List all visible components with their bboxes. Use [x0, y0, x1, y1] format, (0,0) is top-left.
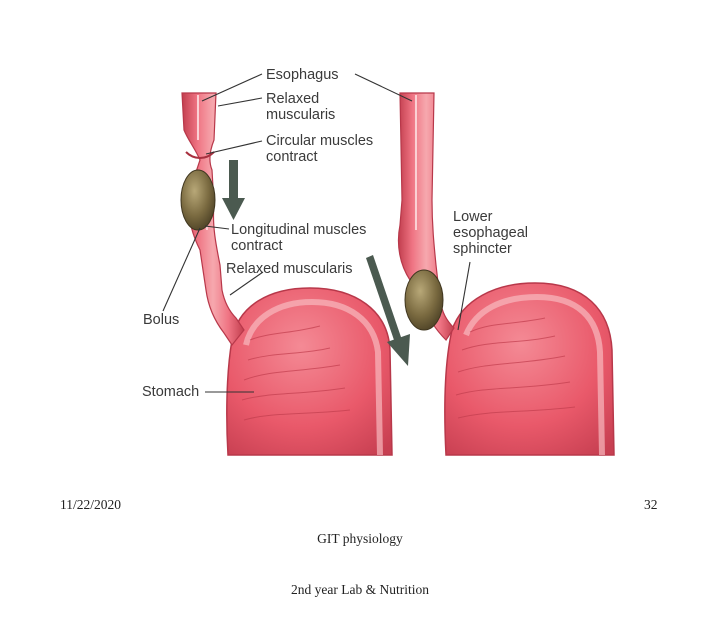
down-arrow-left: [222, 160, 245, 220]
peristalsis-diagram: [162, 73, 615, 456]
label-esophagus: Esophagus: [266, 67, 339, 83]
bolus-right: [404, 269, 444, 331]
down-arrow-right: [366, 255, 410, 366]
footer-title-line1: GIT physiology: [317, 531, 403, 546]
footer-page-number: 32: [644, 497, 658, 512]
label-relaxed-muscularis-mid: Relaxed muscularis: [226, 261, 353, 277]
label-longitudinal-muscles: Longitudinal muscles contract: [231, 222, 367, 254]
footer-title: GIT physiology 2nd year Lab & Nutrition: [260, 496, 460, 632]
label-circular-muscles: Circular muscles contract: [266, 133, 374, 165]
footer-date: 11/22/2020: [60, 497, 122, 512]
footer-title-line2: 2nd year Lab & Nutrition: [291, 582, 429, 597]
label-stomach: Stomach: [142, 384, 200, 400]
leader-lines: [162, 73, 471, 393]
label-relaxed-muscularis-top: Relaxed muscularis: [266, 91, 336, 123]
stomach-left: [226, 287, 393, 456]
right-stage: [366, 92, 615, 456]
slide: Esophagus Relaxed muscularis Circular mu…: [60, 67, 658, 597]
bolus-left: [180, 169, 216, 231]
left-stage: [180, 92, 393, 456]
label-lower-esophageal-sphincter: Lower esophageal sphincter: [453, 209, 528, 257]
label-bolus: Bolus: [143, 312, 180, 328]
